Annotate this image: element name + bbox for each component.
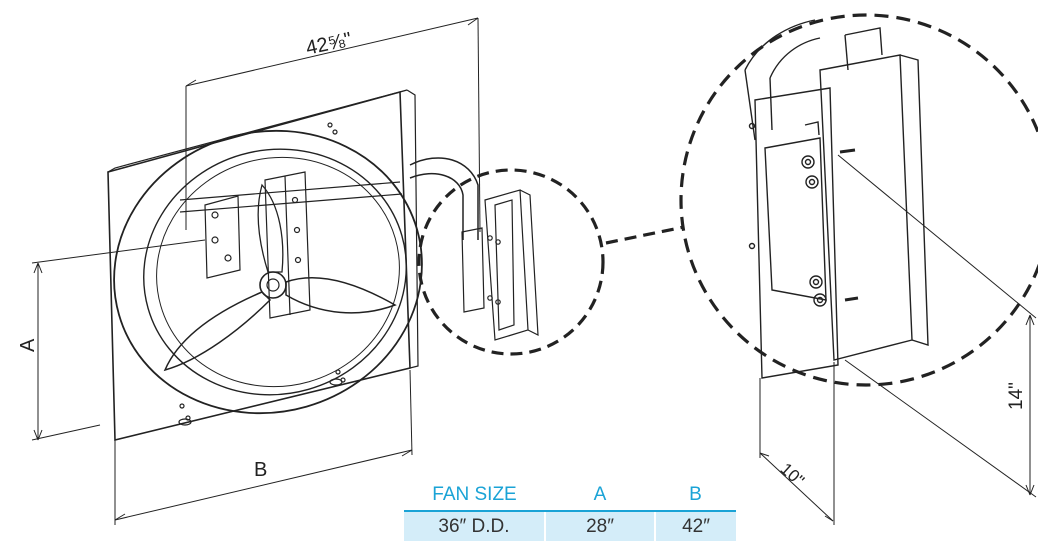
cell-a: 28″ (544, 511, 655, 541)
header-b: B (655, 484, 736, 512)
support-arm (409, 157, 479, 240)
mount-detail-large (744, 19, 929, 379)
dim-label-width-top: 42⅝" (304, 29, 354, 60)
detail-circle-large (679, 13, 1038, 387)
dim-label-a: A (17, 338, 39, 352)
table-row: 36″ D.D. 28″ 42″ (404, 511, 736, 541)
dimension-lines (31, 17, 1037, 525)
dim-label-b: B (254, 459, 267, 481)
table-header-row: FAN SIZE A B (404, 484, 736, 512)
detail-circle-small (417, 168, 605, 356)
cell-b: 42″ (654, 511, 736, 541)
dim-label-detail-depth: 10" (777, 459, 808, 490)
dim-label-detail-height: 14" (1006, 382, 1027, 410)
cell-fan-size: 36″ D.D. (404, 511, 545, 541)
header-fan-size: FAN SIZE (404, 484, 545, 512)
header-a: A (545, 484, 655, 512)
mount-detail-small (461, 189, 539, 341)
fan-spec-table: FAN SIZE A B 36″ D.D. 28″ 42″ (404, 484, 736, 541)
detail-leader (605, 225, 685, 245)
fan-panel (107, 89, 423, 442)
